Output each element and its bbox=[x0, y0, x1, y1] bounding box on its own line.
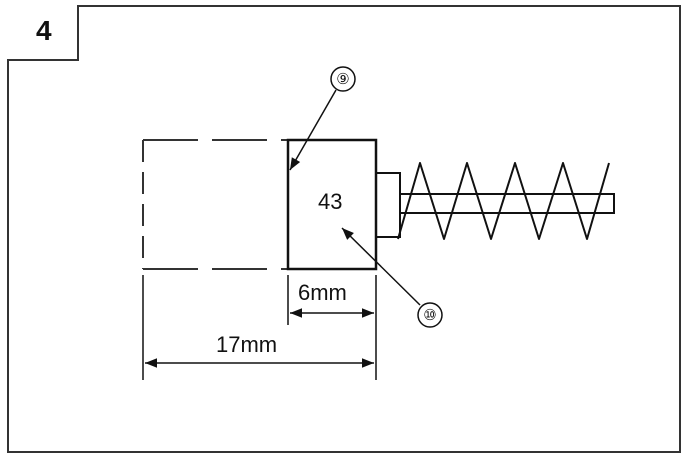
callout-label-9: ⑨ bbox=[336, 71, 349, 88]
dashed-outline bbox=[142, 139, 288, 270]
spring-coil bbox=[397, 162, 610, 240]
part-label: 43 bbox=[318, 189, 342, 214]
plunger-rod bbox=[399, 193, 615, 214]
callout-leader-10 bbox=[341, 227, 421, 306]
callout-circle-10 bbox=[417, 302, 443, 328]
dimension-label-outer: 17mm bbox=[216, 332, 277, 357]
spring-collar bbox=[375, 172, 401, 238]
step-number: 4 bbox=[36, 15, 52, 46]
frame-border bbox=[7, 5, 681, 453]
callout-circle-9 bbox=[330, 66, 356, 92]
callout-leader-9 bbox=[289, 89, 337, 171]
callout-label-10: ⑩ bbox=[423, 307, 436, 324]
extension-lines bbox=[142, 275, 377, 380]
dimension-label-inner: 6mm bbox=[298, 280, 347, 305]
